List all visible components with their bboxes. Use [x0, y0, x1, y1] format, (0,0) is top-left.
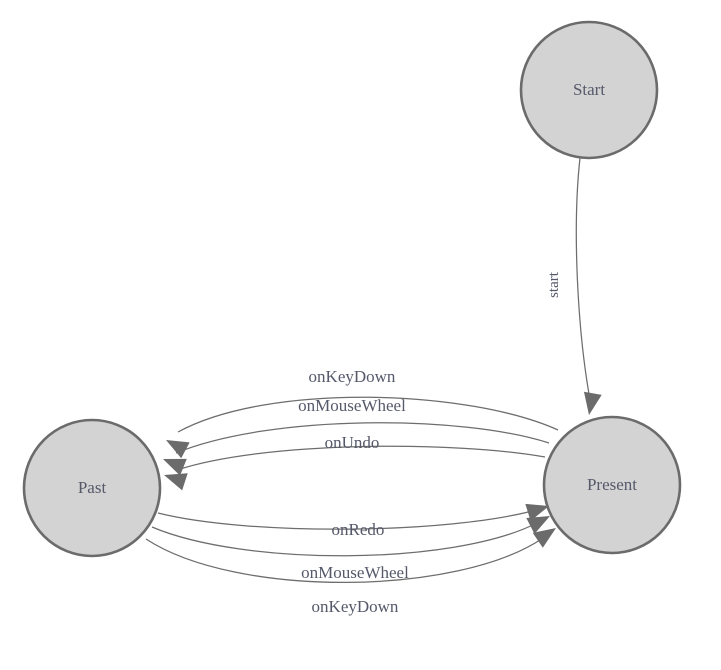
node-circle-past[interactable] — [22, 418, 162, 558]
arrowhead-present-to-past-mousewheel — [163, 458, 187, 476]
node-past[interactable]: Past — [22, 418, 162, 558]
node-circle-present[interactable] — [542, 415, 682, 555]
edge-start-to-present — [575, 157, 590, 395]
node-circle-start[interactable] — [519, 20, 659, 160]
edge-present-to-past-keydown — [177, 396, 559, 433]
arrowhead-past-to-present-redo — [525, 503, 549, 522]
edges-layer — [145, 157, 590, 583]
node-label-start: Start — [573, 80, 605, 99]
edge-past-to-present-mousewheel — [151, 522, 538, 557]
edge-label-start-to-present: start — [546, 271, 562, 298]
node-start[interactable]: Start — [519, 20, 659, 160]
arrowhead-start-to-present — [583, 391, 602, 415]
edge-past-to-present-keydown — [145, 537, 544, 583]
arrowhead-present-to-past-keydown — [166, 440, 190, 459]
arrowhead-past-to-present-keydown — [532, 528, 556, 548]
edge-present-to-past-undo — [176, 445, 546, 471]
edge-past-to-present-redo — [157, 509, 537, 530]
edge-label-present-to-past-undo: onUndo — [325, 433, 380, 452]
edge-label-present-to-past-mousewheel: onMouseWheel — [298, 396, 406, 415]
edge-present-to-past-mousewheel — [175, 422, 550, 454]
edge-label-present-to-past-keydown: onKeyDown — [309, 367, 396, 386]
edge-labels-layer: start onKeyDown onMouseWheel onUndo onRedo on… — [298, 271, 562, 616]
node-label-past: Past — [78, 478, 107, 497]
edge-label-past-to-present-keydown: onKeyDown — [312, 597, 399, 616]
node-present[interactable]: Present — [542, 415, 682, 555]
edge-label-past-to-present-mousewheel: onMouseWheel — [301, 563, 409, 582]
edge-label-past-to-present-redo: onRedo — [332, 520, 385, 539]
arrowhead-present-to-past-undo — [164, 473, 188, 491]
node-label-present: Present — [587, 475, 637, 494]
arrowhead-past-to-present-mousewheel — [526, 516, 550, 535]
arrowheads-layer — [163, 391, 602, 548]
